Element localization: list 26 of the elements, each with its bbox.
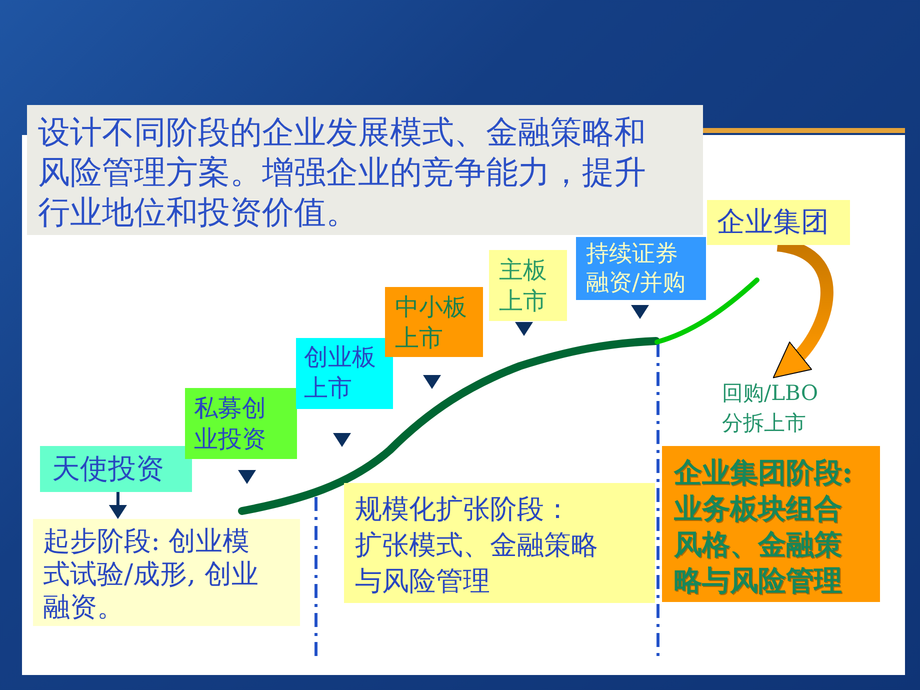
milestone-tag <box>385 287 483 357</box>
milestone-tag <box>296 338 393 409</box>
phase-card <box>344 483 655 603</box>
milestone-label: 持续证券融资/并购 <box>586 240 687 298</box>
milestone-label: 私募创业投资 <box>194 393 267 455</box>
arrow <box>108 492 127 519</box>
milestone-tag <box>576 237 706 300</box>
phase-description: 业务板块组合风格、金融策略与风险管理 <box>674 491 843 599</box>
exit-route-label: 回购/LBO分拆上市 <box>722 378 825 438</box>
phase-heading: 企业集团阶段: <box>674 455 852 491</box>
milestone-label: 主板上市 <box>499 255 548 317</box>
milestone-label: 天使投资 <box>52 451 164 487</box>
milestone-tag <box>185 388 297 459</box>
milestone-label: 中小板上市 <box>395 292 468 354</box>
phase-card <box>662 446 880 602</box>
intro-text: 设计不同阶段的企业发展模式、金融策略和风险管理方案。增强企业的竞争能力，提升行业地位和投资价值。 <box>38 112 647 232</box>
intro-panel <box>27 105 703 235</box>
milestone-tag <box>489 250 567 321</box>
phase-description: 扩张模式、金融策略与风险管理 <box>355 529 599 599</box>
milestone-tag <box>40 446 192 492</box>
phase-heading: 规模化扩张阶段： <box>355 493 571 527</box>
milestone-label: 企业集团 <box>717 204 829 240</box>
milestone-label: 创业板上市 <box>304 342 377 404</box>
phase-description: 起步阶段: 创业模式试验/成形, 创业融资。 <box>43 525 260 624</box>
phase-card <box>33 519 300 626</box>
milestone-tag <box>707 200 850 245</box>
